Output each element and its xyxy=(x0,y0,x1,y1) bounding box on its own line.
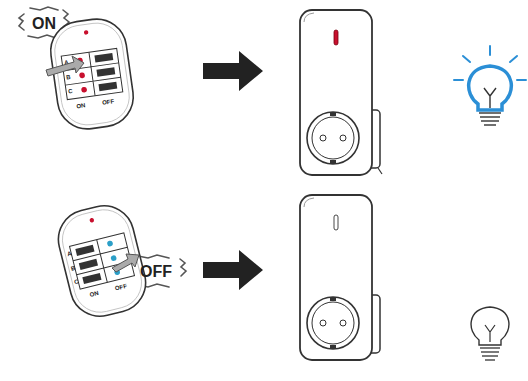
bulb-on xyxy=(454,46,526,125)
bulb-off xyxy=(471,307,509,360)
socket-plug xyxy=(300,195,380,360)
button-label: ON xyxy=(76,102,86,109)
burst-label: ON xyxy=(32,16,56,32)
flow-arrow xyxy=(203,250,263,290)
remote-body xyxy=(50,197,155,325)
flow-arrow xyxy=(203,51,263,91)
remote-control: ABCONOFF xyxy=(45,13,140,135)
channel-letter: B xyxy=(66,74,71,81)
remote-control: ABCONOFF xyxy=(50,197,155,325)
channel-letter: C xyxy=(68,88,73,95)
burst-label: OFF xyxy=(140,264,172,280)
socket-plug xyxy=(300,10,382,175)
remote-body xyxy=(45,13,140,135)
